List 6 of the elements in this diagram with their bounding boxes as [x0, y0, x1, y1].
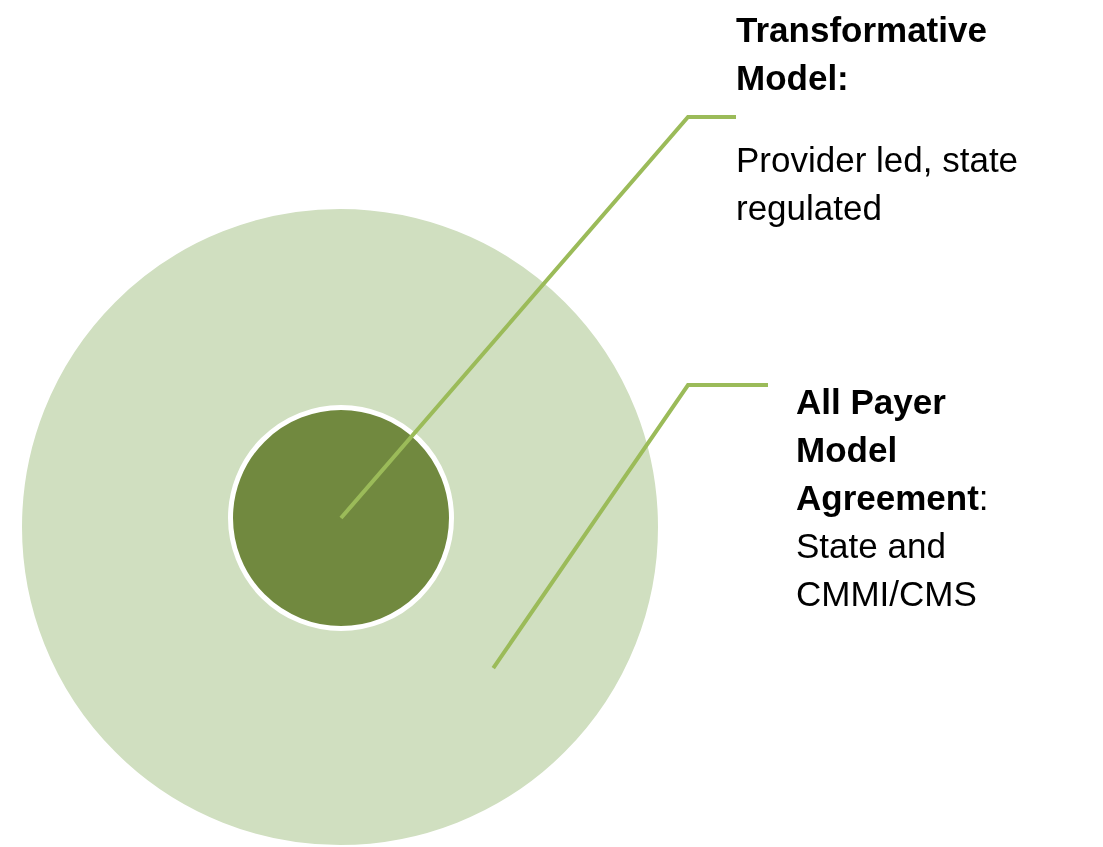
- leader-line: [491, 383, 768, 670]
- heading: Transformative Model:: [736, 9, 988, 99]
- description: State and CMMI/CMS: [796, 525, 978, 615]
- heading: All Payer Model Agreement:: [796, 381, 990, 519]
- description: Provider led, state regulated: [736, 139, 1020, 229]
- leader-line: [339, 115, 736, 520]
